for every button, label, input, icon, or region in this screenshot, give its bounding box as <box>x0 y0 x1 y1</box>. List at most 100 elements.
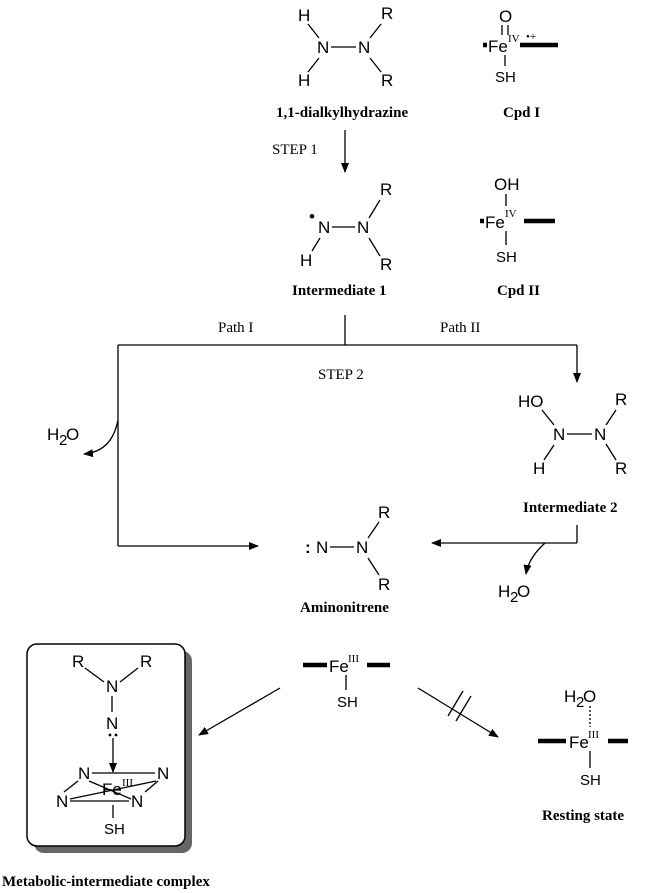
atom-n: N <box>594 425 606 444</box>
mic-box: R R N N N N N N Fe III SH <box>26 643 192 853</box>
atom-n: N <box>316 538 328 557</box>
bond <box>84 667 105 683</box>
water-o: O <box>583 687 596 706</box>
bond <box>69 780 157 800</box>
bond <box>367 521 380 539</box>
water-h: H <box>564 687 576 706</box>
oxidation-iii: III <box>122 777 133 789</box>
cpd2-structure: OH Fe IV SH Cpd II <box>480 175 555 299</box>
fe-backdrop <box>327 656 367 673</box>
atom-n: N <box>78 764 90 783</box>
water-curve-arrow <box>523 542 546 575</box>
path1-label: Path I <box>218 320 253 336</box>
atom-sh: SH <box>496 249 517 266</box>
cation-radical: •+ <box>526 31 536 43</box>
atom-h: H <box>533 459 545 478</box>
bond <box>369 57 382 73</box>
atom-sh: SH <box>104 821 125 838</box>
fe-backdrop <box>566 732 608 749</box>
bond <box>144 780 159 793</box>
atom-h: H <box>298 6 310 25</box>
atom-r: R <box>140 652 152 671</box>
atom-r: R <box>72 652 84 671</box>
atom-sh: SH <box>495 69 516 86</box>
intermediate2-label: Intermediate 2 <box>523 500 618 516</box>
lone-pair-dot <box>114 733 118 737</box>
fe-backdrop <box>484 212 524 229</box>
path2-to-aminonitrene: H 2 O <box>431 525 578 606</box>
hydrazine-structure: H H N N R R 1,1-dialkylhydrazine <box>276 4 408 121</box>
atom-h: H <box>298 71 310 90</box>
water-o: O <box>66 425 79 444</box>
atom-r: R <box>378 503 390 522</box>
atom-fe: Fe <box>329 657 349 676</box>
bond <box>541 409 555 426</box>
atom-n: N <box>358 38 370 57</box>
bond <box>368 237 381 257</box>
atom-n: N <box>56 792 68 811</box>
bond <box>63 780 79 793</box>
oxidation-iii: III <box>588 729 599 741</box>
atom-n: N <box>318 218 330 237</box>
atom-h: H <box>300 251 312 270</box>
intermediate1-label: Intermediate 1 <box>292 283 387 299</box>
atom-r: R <box>378 575 390 594</box>
atom-n: N <box>356 538 368 557</box>
oxidation-iv: IV <box>508 33 520 45</box>
atom-n: N <box>106 714 118 733</box>
water-h: H <box>47 425 59 444</box>
atom-o: O <box>499 7 512 26</box>
lone-pair-dot <box>108 733 112 737</box>
path-branch: Path I Path II STEP 2 <box>117 315 581 550</box>
aminonitrene-structure: : N N R R Aminonitrene <box>300 503 390 616</box>
atom-n: N <box>157 764 169 783</box>
step2-label: STEP 2 <box>318 367 364 383</box>
atom-sh: SH <box>337 694 358 711</box>
cpd1-structure: O Fe IV •+ SH Cpd I <box>483 7 558 121</box>
atom-fe: Fe <box>485 213 505 232</box>
bond <box>307 57 320 73</box>
cpd1-label: Cpd I <box>503 105 540 121</box>
resting-state-structure: H 2 O Fe III SH Resting state <box>538 687 628 824</box>
atom-fe: Fe <box>102 780 122 799</box>
bond <box>368 199 381 219</box>
nitrene-dots: : <box>305 538 311 557</box>
water-2: 2 <box>59 432 67 449</box>
atom-n: N <box>131 792 143 811</box>
intermediate1-structure: • N N R R H Intermediate 1 <box>292 180 392 299</box>
atom-r: R <box>380 180 392 199</box>
atom-fe: Fe <box>488 37 508 56</box>
atom-r: R <box>381 71 393 90</box>
aminonitrene-label: Aminonitrene <box>300 600 389 616</box>
to-resting-arrow <box>417 687 499 738</box>
cpd2-label: Cpd II <box>497 283 540 299</box>
box-frame <box>26 643 186 847</box>
radical-dot: • <box>309 207 315 226</box>
fe3-heme-structure: Fe III SH <box>303 653 390 711</box>
atom-n: N <box>106 677 118 696</box>
resting-state-label: Resting state <box>542 808 624 824</box>
intermediate2-structure: HO N N R R H Intermediate 2 <box>518 390 627 516</box>
hydrazine-label: 1,1-dialkylhydrazine <box>276 105 408 121</box>
water-2: 2 <box>510 589 518 606</box>
bond <box>605 443 617 461</box>
water-loss-path1: H 2 O <box>47 419 119 458</box>
water-curve-arrow <box>83 419 119 458</box>
atom-r: R <box>380 255 392 274</box>
fe-backdrop <box>487 37 520 54</box>
bond <box>605 409 617 426</box>
blocked-mark <box>455 695 472 722</box>
water-2: 2 <box>576 694 584 711</box>
atom-n: N <box>553 425 565 444</box>
oxidation-iv: IV <box>505 208 517 220</box>
blocked-mark <box>447 690 464 717</box>
atom-r: R <box>615 459 627 478</box>
atom-sh: SH <box>580 772 601 789</box>
water-o: O <box>517 582 530 601</box>
bond <box>369 23 382 39</box>
path2-label: Path II <box>440 320 480 336</box>
atom-ho: HO <box>518 392 544 411</box>
bond <box>543 444 555 461</box>
atom-n: N <box>357 218 369 237</box>
